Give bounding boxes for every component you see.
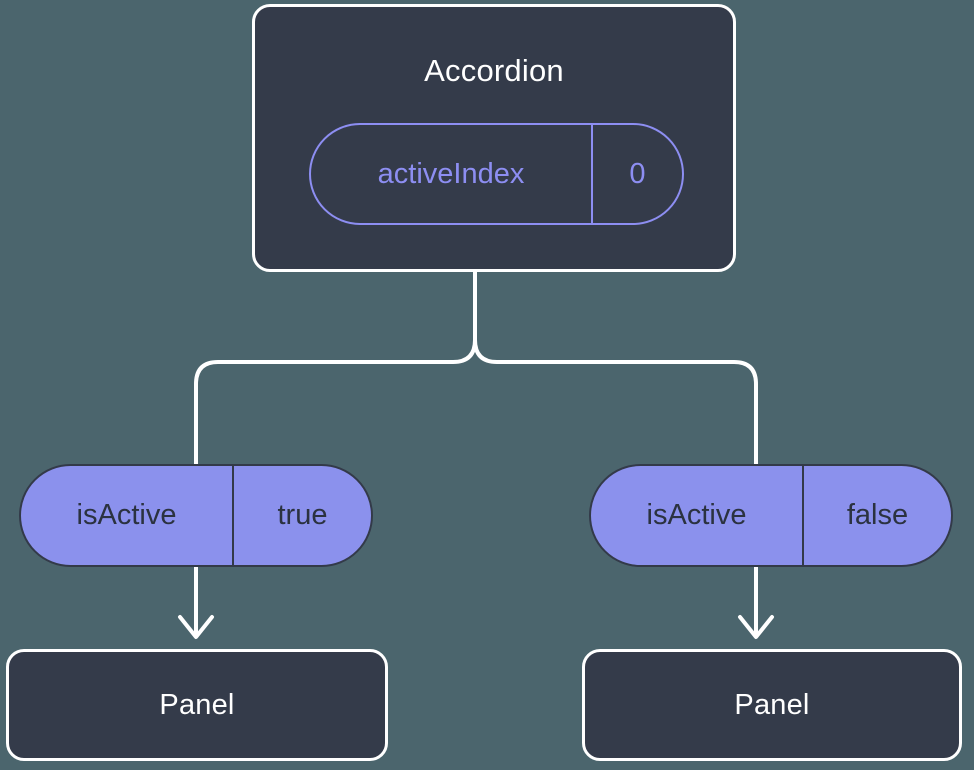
prop-pill-isactive-false-value: false [846, 499, 909, 531]
connector-fork-right [473, 339, 758, 466]
accordion-title: Accordion [424, 53, 564, 88]
state-pill-activeindex-key: activeIndex [311, 125, 593, 223]
down-arrow-icon-left-head [178, 615, 214, 639]
state-pill-activeindex-value: 0 [629, 157, 646, 190]
down-arrow-icon-right-head [738, 615, 774, 639]
prop-pill-isactive-false-key: isActive [591, 466, 804, 565]
prop-pill-isactive-true-key: isActive [21, 466, 234, 565]
panel-card-left[interactable]: Panel [6, 649, 388, 761]
prop-pill-isactive-true[interactable]: isActive true [19, 464, 373, 567]
state-pill-activeindex[interactable]: activeIndex 0 [309, 123, 684, 225]
panel-card-right[interactable]: Panel [582, 649, 962, 761]
prop-pill-isactive-false[interactable]: isActive false [589, 464, 953, 567]
panel-card-right-title: Panel [734, 688, 810, 721]
prop-pill-isactive-true-value: true [277, 499, 328, 531]
accordion-component-card[interactable]: Accordion activeIndex 0 [252, 4, 736, 272]
connector-fork-left [194, 339, 477, 466]
panel-card-left-title: Panel [159, 688, 235, 721]
